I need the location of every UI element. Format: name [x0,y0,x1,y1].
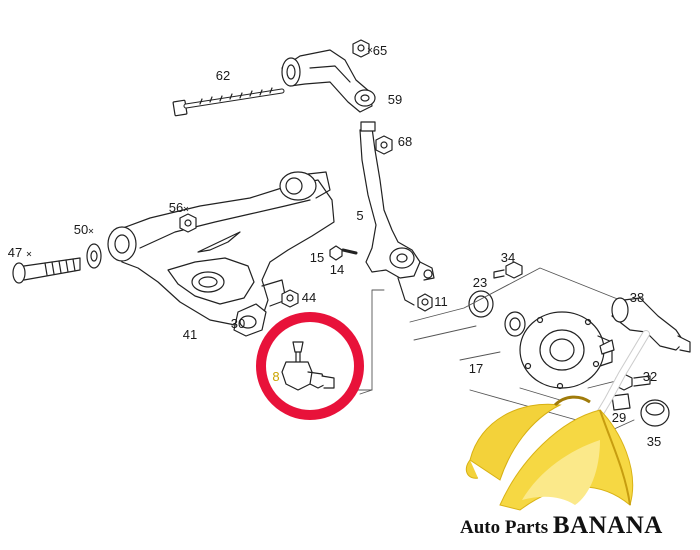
brand-part1: Auto Parts [460,517,553,538]
label-44: 44 [302,290,316,305]
highlight-circle [256,312,364,420]
label-47: 47 [8,245,22,260]
bolt-15-nut-14 [329,245,358,261]
nut-44 [281,289,299,308]
bolt-62 [172,87,285,117]
label-68: 68 [398,134,412,149]
label-34: 34 [501,250,515,265]
label-56: 56 [169,200,183,215]
seal-23 [468,290,494,318]
label-14: 14 [330,262,344,277]
label-30: 30 [231,316,245,331]
label-8: 8 [272,369,279,384]
nut-11 [417,293,433,312]
label-29: 29 [612,410,626,425]
cap-35 [640,399,670,427]
wheel-hub [519,311,613,390]
steering-knuckle [359,121,435,306]
screw-small [599,339,615,355]
part-29 [611,393,631,411]
label-65: 65 [373,43,387,58]
label-11: 11 [434,294,448,309]
ball-joint [281,341,335,391]
label-38: 38 [630,290,644,305]
lower-control-arm [107,171,335,337]
label-23: 23 [473,275,487,290]
label-32: 32 [643,369,657,384]
label-15: 15 [310,250,324,265]
label-17: 17 [469,361,483,376]
label-50: 50 [74,222,88,237]
nut-56 [179,213,197,233]
label-62: 62 [216,68,230,83]
banana-icon [465,395,634,511]
part-labels: 65 62 59 68 56 5 50 47 15 14 34 11 23 44… [8,43,661,449]
nut-68 [375,135,393,155]
upper-control-arm [281,49,376,113]
bolt-47 [12,257,81,284]
label-35: 35 [647,434,661,449]
label-markers [26,47,373,257]
washer-50 [86,243,102,269]
label-59: 59 [388,92,402,107]
wheel-bearing [504,311,526,337]
brand-part2: BANANA [552,512,663,539]
label-41: 41 [183,327,197,342]
watermark-brand: Auto Parts BANANA [460,512,696,542]
bolt-34 [493,261,523,279]
label-5: 5 [356,208,363,223]
nut-65 [352,39,370,58]
